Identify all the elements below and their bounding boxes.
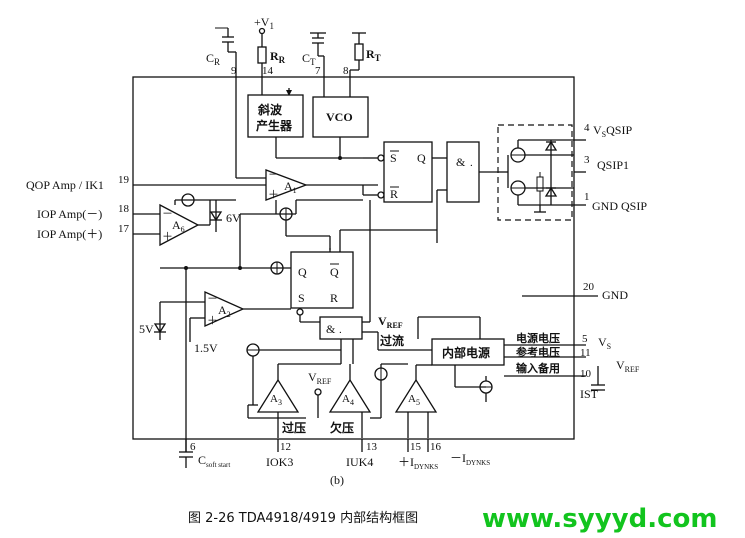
svg-text:.: . xyxy=(470,157,473,169)
svg-text:GND: GND xyxy=(602,288,628,302)
svg-text:RR: RR xyxy=(270,49,286,65)
resistor-rt xyxy=(349,32,366,77)
svg-text:VCO: VCO xyxy=(326,110,353,124)
svg-text:1.5V: 1.5V xyxy=(194,341,218,355)
svg-text:VREF: VREF xyxy=(308,370,332,386)
svg-text:IOK3: IOK3 xyxy=(266,455,293,469)
figure-caption: 图 2-26 TDA4918/4919 内部结构框图 xyxy=(188,510,418,526)
cap-cr xyxy=(215,27,237,77)
svg-text:S: S xyxy=(390,151,397,165)
ramp-generator-box xyxy=(247,94,304,138)
svg-text:VREF: VREF xyxy=(378,314,403,330)
svg-text:GND QSIP: GND QSIP xyxy=(592,199,647,213)
svg-text:CT: CT xyxy=(302,51,316,67)
svg-text:过压: 过压 xyxy=(282,420,306,435)
svg-text:4: 4 xyxy=(584,122,590,134)
svg-text:19: 19 xyxy=(118,174,130,186)
svg-text:IST: IST xyxy=(580,387,599,401)
svg-text:6V: 6V xyxy=(226,211,241,225)
svg-text:VSQSIP: VSQSIP xyxy=(593,123,632,139)
svg-text:17: 17 xyxy=(118,223,130,235)
svg-text:＋IDYNKS: ＋IDYNKS xyxy=(398,455,438,471)
svg-text:8: 8 xyxy=(343,65,349,77)
svg-text:(b): (b) xyxy=(330,473,344,487)
svg-text:11: 11 xyxy=(580,347,591,359)
svg-text:20: 20 xyxy=(583,281,595,293)
svg-text:＋: ＋ xyxy=(207,315,218,327)
svg-text:Q: Q xyxy=(330,265,339,279)
amp-a4 xyxy=(328,378,372,413)
internal-power-supply xyxy=(431,338,505,366)
svg-text:5: 5 xyxy=(582,333,588,345)
svg-text:A2: A2 xyxy=(218,303,231,319)
svg-text:－: － xyxy=(207,293,218,305)
svg-text:－: － xyxy=(162,208,173,220)
svg-text:+V1: +V1 xyxy=(254,15,274,31)
chip-outline xyxy=(132,76,575,440)
svg-text:1: 1 xyxy=(584,191,590,203)
svg-text:Csoft start: Csoft start xyxy=(198,453,230,469)
svg-text:－IDYNKS: －IDYNKS xyxy=(450,451,490,467)
svg-text:10: 10 xyxy=(580,368,592,380)
svg-text:QSIP1: QSIP1 xyxy=(597,158,629,172)
svg-text:16: 16 xyxy=(430,441,442,453)
svg-text:A4: A4 xyxy=(342,393,354,407)
amp-a3 xyxy=(256,378,300,413)
svg-text:VREF: VREF xyxy=(616,358,640,374)
vco-box xyxy=(312,96,369,138)
svg-text:9: 9 xyxy=(231,65,237,77)
amp-a2 xyxy=(204,290,245,328)
flip-flop-2 xyxy=(290,251,354,309)
svg-text:15: 15 xyxy=(410,441,422,453)
svg-text:6: 6 xyxy=(190,441,196,453)
svg-text:.: . xyxy=(339,324,342,336)
svg-text:R: R xyxy=(390,187,398,201)
svg-text:＋: ＋ xyxy=(268,189,279,201)
svg-text:18: 18 xyxy=(118,203,130,215)
svg-text:内部电源: 内部电源 xyxy=(442,345,490,360)
svg-text:12: 12 xyxy=(280,441,291,453)
svg-text:QOP Amp / IK1: QOP Amp / IK1 xyxy=(26,178,104,192)
svg-text:过流: 过流 xyxy=(380,333,404,348)
svg-text:欠压: 欠压 xyxy=(330,420,354,435)
svg-text:斜波: 斜波 xyxy=(257,102,283,117)
svg-text:CR: CR xyxy=(206,51,220,67)
svg-text:输入备用: 输入备用 xyxy=(516,361,560,375)
svg-text:A5: A5 xyxy=(408,393,420,407)
svg-text:RT: RT xyxy=(366,47,381,63)
svg-text:14: 14 xyxy=(262,65,274,77)
svg-text:Q: Q xyxy=(417,151,426,165)
amp-a6 xyxy=(159,203,200,247)
svg-text:－: － xyxy=(268,169,279,181)
svg-text:产生器: 产生器 xyxy=(256,118,293,133)
svg-text:A6: A6 xyxy=(172,218,185,234)
resistor-rr xyxy=(257,27,267,77)
cap-ct xyxy=(310,32,326,77)
svg-text:电源电压: 电源电压 xyxy=(516,331,560,345)
svg-text:7: 7 xyxy=(315,65,321,77)
svg-text:3: 3 xyxy=(584,154,590,166)
qsip-output-stage xyxy=(497,124,573,221)
svg-text:R: R xyxy=(330,291,338,305)
svg-text:S: S xyxy=(298,291,305,305)
flip-flop-1 xyxy=(383,141,433,203)
svg-text:＋: ＋ xyxy=(162,231,173,243)
amp-a5 xyxy=(394,378,438,413)
svg-text:A3: A3 xyxy=(270,393,282,407)
svg-text:Q: Q xyxy=(298,265,307,279)
svg-text:VS: VS xyxy=(598,335,611,351)
svg-text:13: 13 xyxy=(366,441,378,453)
svg-text:IUK4: IUK4 xyxy=(346,455,373,469)
svg-text:5V: 5V xyxy=(139,322,154,336)
svg-text:&: & xyxy=(326,322,336,336)
svg-text:&: & xyxy=(456,155,466,169)
svg-text:参考电压: 参考电压 xyxy=(516,345,560,359)
svg-text:A1: A1 xyxy=(284,179,297,195)
svg-text:IOP Amp(＋): IOP Amp(＋) xyxy=(37,227,102,241)
and-gate-1 xyxy=(446,141,480,203)
watermark: www.syyyd.com xyxy=(482,504,717,534)
svg-text:IOP Amp(－): IOP Amp(－) xyxy=(37,207,102,221)
